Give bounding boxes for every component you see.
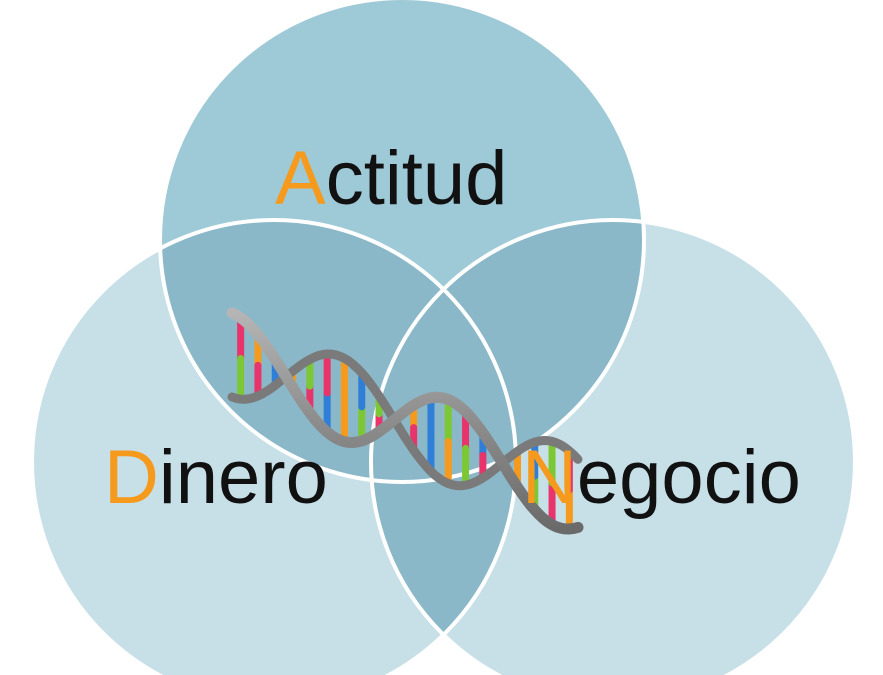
dna-strand-front: [226, 307, 584, 535]
label-negocio-initial: N: [522, 435, 577, 520]
label-dinero: Dinero: [104, 435, 328, 520]
label-dinero-initial: D: [104, 435, 159, 520]
label-negocio-rest: egocio: [577, 435, 801, 520]
circle-actitud-outline: [158, 0, 646, 484]
label-actitud-rest: ctitud: [326, 136, 508, 221]
circle-negocio-outline: [369, 218, 857, 675]
label-dinero-rest: inero: [159, 435, 328, 520]
label-negocio: Negocio: [522, 435, 801, 520]
label-actitud: Actitud: [275, 136, 507, 221]
dna-helix-icon: [226, 307, 584, 535]
label-actitud-initial: A: [275, 136, 326, 221]
